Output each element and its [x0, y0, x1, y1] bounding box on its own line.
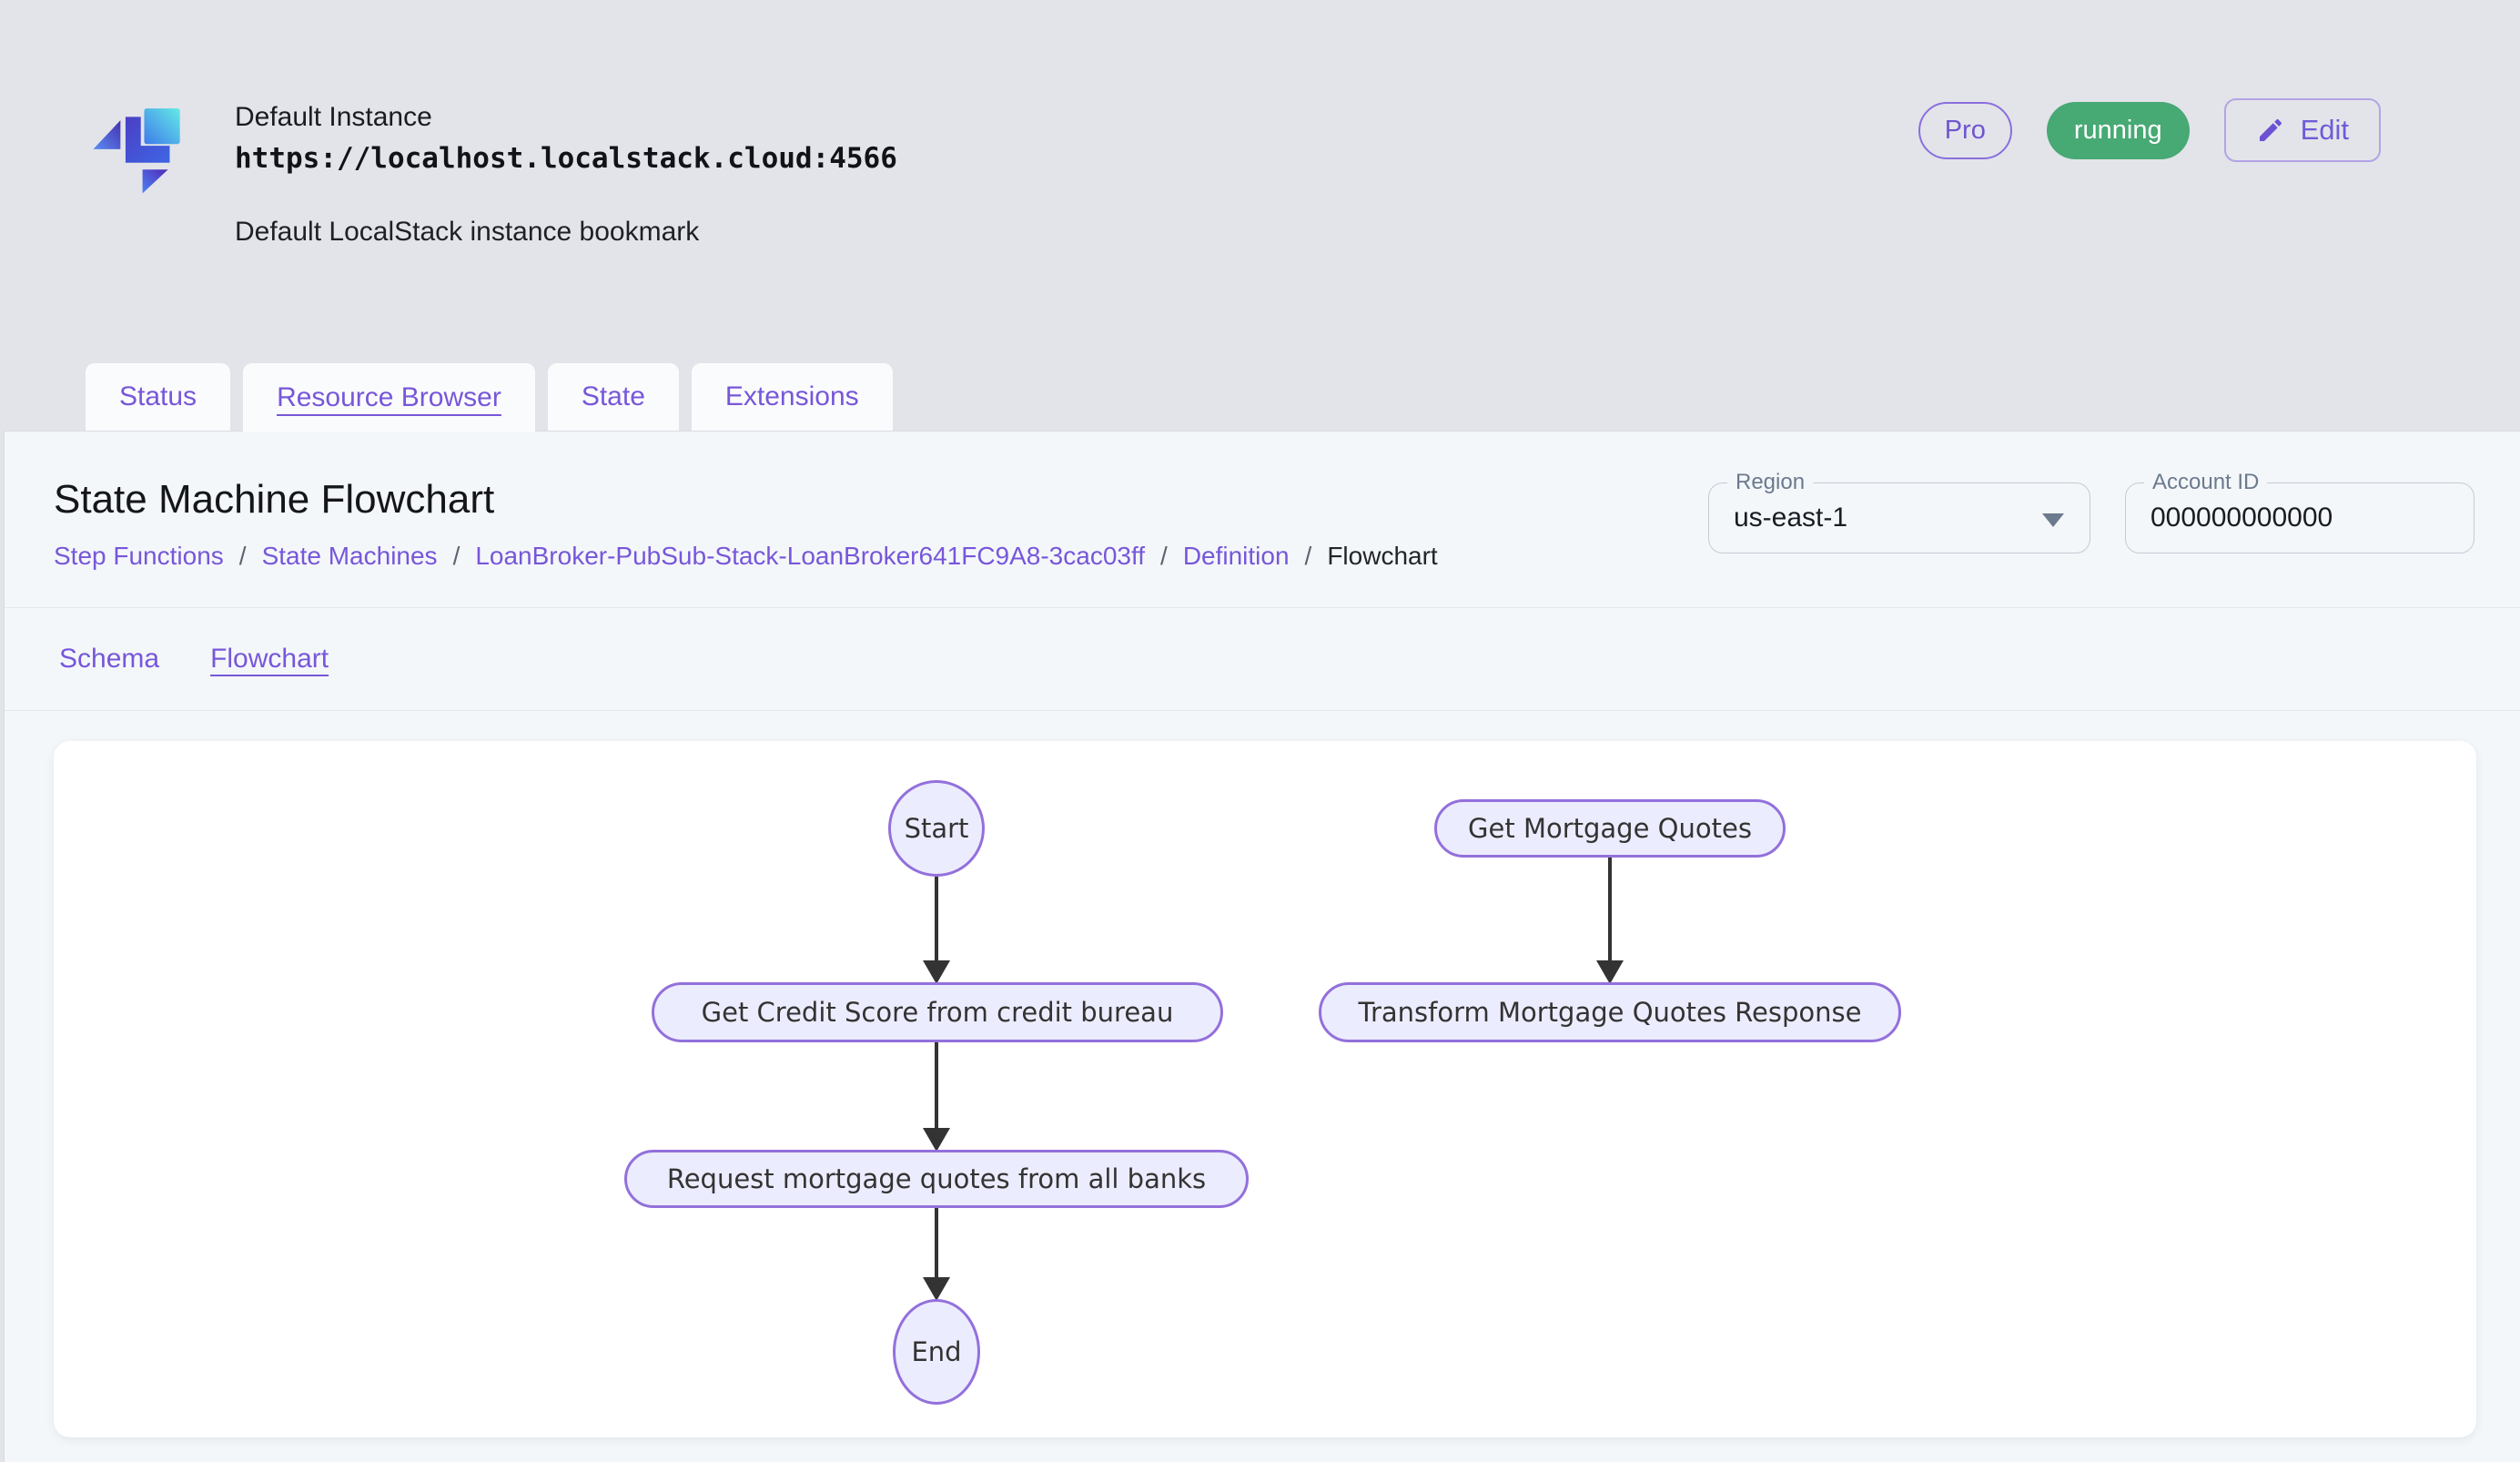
breadcrumb-separator: /: [1305, 542, 1312, 571]
resource-browser-panel: State Machine Flowchart Step Functions /…: [4, 431, 2520, 1462]
subtab-flowchart[interactable]: Flowchart: [210, 644, 329, 675]
flow-node-end: End: [893, 1299, 980, 1405]
arrowhead-icon: [923, 1128, 950, 1152]
breadcrumb-state-machine-name[interactable]: LoanBroker-PubSub-Stack-LoanBroker641FC9…: [475, 542, 1145, 571]
breadcrumb-separator: /: [453, 542, 460, 571]
flow-arrow-start-to-credit: [923, 877, 950, 984]
running-status-badge: running: [2047, 102, 2190, 159]
flow-arrow-credit-to-request: [923, 1042, 950, 1152]
flow-node-transform-response: Transform Mortgage Quotes Response: [1319, 982, 1901, 1042]
breadcrumb-state-machines[interactable]: State Machines: [262, 542, 438, 571]
title-row: State Machine Flowchart Step Functions /…: [5, 431, 2520, 608]
breadcrumb-definition[interactable]: Definition: [1183, 542, 1290, 571]
breadcrumb-separator: /: [1160, 542, 1168, 571]
breadcrumb-current-flowchart: Flowchart: [1327, 542, 1437, 571]
flow-arrow-quotes-to-transform: [1596, 858, 1624, 984]
flow-node-request-quotes: Request mortgage quotes from all banks: [624, 1150, 1249, 1208]
flowchart-canvas: Start Get Credit Score from credit burea…: [5, 711, 2520, 1437]
tab-state[interactable]: State: [548, 363, 679, 431]
region-select[interactable]: Region us-east-1: [1708, 482, 2090, 553]
instance-info: Default Instance https://localhost.local…: [235, 102, 897, 248]
definition-subtabs: Schema Flowchart: [5, 608, 2520, 711]
chevron-down-icon: [2042, 513, 2064, 527]
instance-header: Default Instance https://localhost.local…: [0, 0, 2520, 357]
localstack-logo-icon: [86, 96, 188, 198]
pencil-icon: [2256, 116, 2285, 145]
tab-extensions[interactable]: Extensions: [692, 363, 893, 431]
account-id-label: Account ID: [2144, 470, 2267, 495]
edit-button-label: Edit: [2301, 114, 2349, 147]
breadcrumb-step-functions[interactable]: Step Functions: [54, 542, 224, 571]
pro-badge: Pro: [1918, 102, 2012, 159]
breadcrumb-separator: /: [239, 542, 247, 571]
main-tabs: Status Resource Browser State Extensions: [0, 357, 2520, 431]
region-account-controls: Region us-east-1 Account ID: [1708, 482, 2474, 553]
header-actions: Pro running Edit: [1918, 98, 2381, 162]
flow-arrow-request-to-end: [923, 1208, 950, 1301]
arrowhead-icon: [923, 1277, 950, 1301]
instance-description: Default LocalStack instance bookmark: [235, 217, 897, 248]
flow-node-get-credit-score: Get Credit Score from credit bureau: [652, 982, 1223, 1042]
arrowhead-icon: [923, 960, 950, 984]
instance-name: Default Instance: [235, 102, 897, 133]
flow-node-start: Start: [888, 780, 985, 877]
tab-resource-browser[interactable]: Resource Browser: [243, 363, 535, 432]
subtab-schema[interactable]: Schema: [59, 644, 159, 675]
edit-button[interactable]: Edit: [2224, 98, 2381, 162]
tab-status[interactable]: Status: [86, 363, 230, 431]
arrowhead-icon: [1596, 960, 1624, 984]
flowchart-card: Start Get Credit Score from credit burea…: [54, 741, 2476, 1437]
region-label: Region: [1727, 470, 1813, 495]
instance-url: https://localhost.localstack.cloud:4566: [235, 142, 897, 175]
flow-node-get-mortgage-quotes: Get Mortgage Quotes: [1434, 799, 1786, 858]
account-id-field: Account ID: [2125, 482, 2474, 553]
